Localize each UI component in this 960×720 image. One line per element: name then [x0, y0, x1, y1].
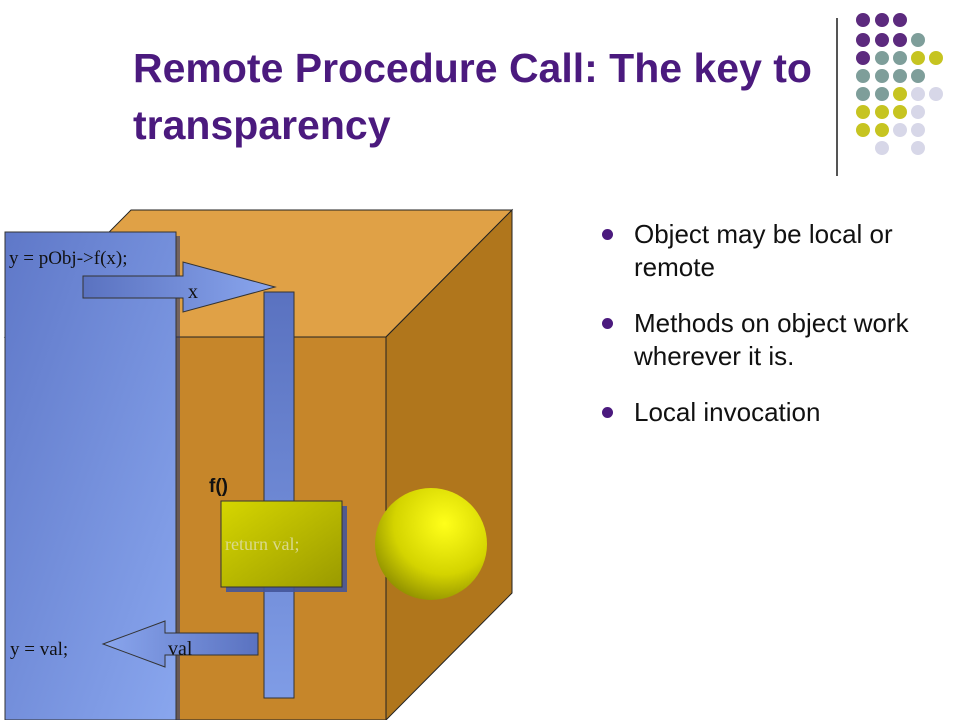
function-body-code: return val; [225, 534, 299, 554]
function-label: f() [209, 476, 228, 497]
bullet-item: Methods on object work wherever it is. [596, 307, 956, 373]
bullet-text: Object may be local or remote [634, 219, 893, 282]
title-divider-line [836, 18, 838, 176]
bullet-list: Object may be local or remote Methods on… [596, 218, 956, 452]
bullet-text: Local invocation [634, 397, 821, 427]
bullet-item: Object may be local or remote [596, 218, 956, 284]
slide-title: Remote Procedure Call: The key to transp… [133, 45, 812, 148]
bullet-dot-icon [602, 407, 613, 418]
execution-bar [263, 291, 295, 699]
object-sphere-icon [375, 488, 487, 600]
bullet-dot-icon [602, 229, 613, 240]
function-box [220, 500, 343, 588]
result-label: val [168, 638, 193, 660]
argument-arrow-icon [82, 261, 277, 313]
bullet-text: Methods on object work wherever it is. [634, 308, 909, 371]
bullet-dot-icon [602, 318, 613, 329]
decorative-dot-grid [856, 13, 943, 155]
result-arrow-icon [101, 620, 259, 668]
argument-label: x [188, 281, 198, 303]
caller-return-code: y = val; [10, 639, 68, 660]
caller-call-code: y = pObj->f(x); [9, 248, 128, 269]
bullet-item: Local invocation [596, 396, 956, 429]
